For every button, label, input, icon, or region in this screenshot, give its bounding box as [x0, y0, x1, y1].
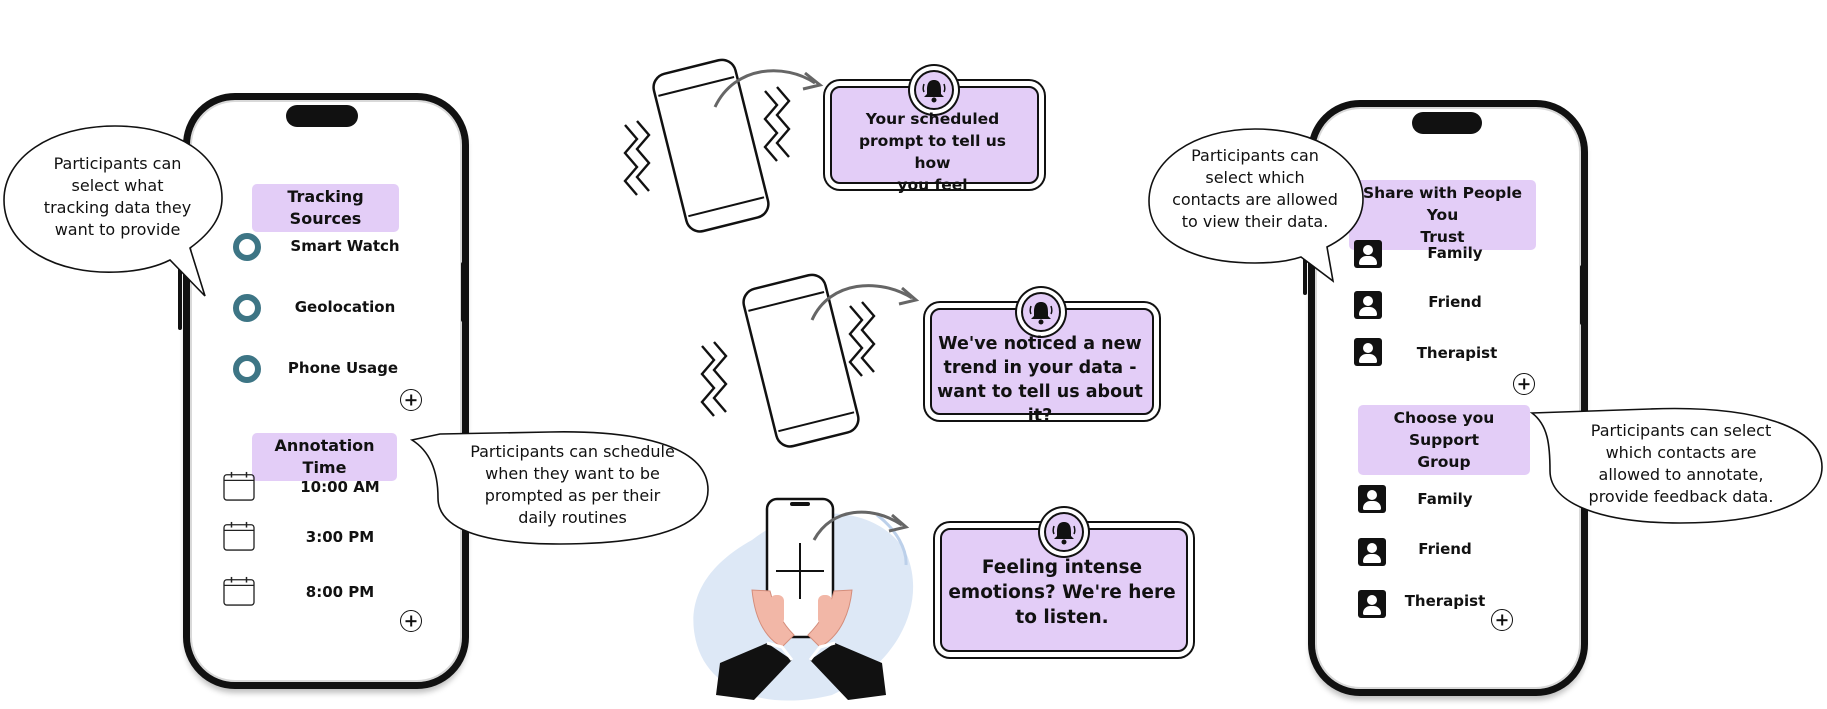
geolocation-radio[interactable]	[233, 294, 261, 322]
add-source-button[interactable]	[400, 389, 422, 411]
vibrating-phone-illustration	[623, 58, 824, 233]
support-contact-friend[interactable]: Friend	[1418, 540, 1472, 558]
schedule-speech-bubble	[410, 431, 709, 545]
tracking-sources-title: Tracking Sources	[252, 184, 399, 232]
bubble-line: daily routines	[518, 508, 627, 527]
calendar-icon	[223, 471, 255, 501]
smart-watch-label: Smart Watch	[290, 237, 400, 255]
time-slot-3[interactable]: 8:00 PM	[305, 583, 375, 601]
notification-text: Feeling intense emotions? We're here to …	[943, 555, 1181, 630]
support-contact-therapist[interactable]: Therapist	[1404, 592, 1486, 610]
vibrating-phone-illustration	[700, 273, 920, 448]
right-phone-side-button	[1303, 255, 1307, 295]
time-slot-2[interactable]: 3:00 PM	[305, 528, 375, 546]
bubble-line: to view their data.	[1181, 212, 1329, 231]
notification-line: prompt to tell us how	[858, 132, 1007, 172]
person-icon	[1354, 338, 1382, 366]
bubble-line: prompted as per their	[484, 486, 661, 505]
bubble-line: Participants can select	[1590, 421, 1772, 440]
person-icon	[1354, 240, 1382, 268]
notification-line: We've noticed a new	[938, 334, 1142, 354]
bubble-line: want to provide	[54, 220, 181, 239]
left-phone-side-button	[178, 262, 182, 330]
add-time-button[interactable]	[400, 610, 422, 632]
notification-line: Feeling intense	[981, 557, 1143, 578]
bell-icon	[1021, 292, 1061, 332]
phone-usage-radio[interactable]	[233, 355, 261, 383]
share-contact-family[interactable]: Family	[1427, 244, 1483, 262]
person-icon	[1358, 538, 1386, 566]
notification-line: you feel	[897, 176, 968, 194]
notification-line: emotions? We're here	[948, 582, 1176, 603]
share-contact-friend[interactable]: Friend	[1428, 293, 1482, 311]
left-phone-notch	[286, 105, 358, 127]
bubble-line: when they want to be	[485, 464, 660, 483]
notification-line: Your scheduled	[865, 110, 1000, 128]
bell-icon	[914, 70, 954, 110]
calendar-icon	[223, 521, 255, 551]
geolocation-label: Geolocation	[294, 298, 396, 316]
title-line: Group	[1417, 453, 1471, 471]
right-phone-notch	[1412, 112, 1482, 134]
tracking-speech-bubble	[3, 125, 223, 297]
title-line: Share with People You	[1362, 184, 1523, 224]
bubble-line: Participants can schedule	[470, 442, 675, 461]
bubble-line: select which	[1205, 168, 1305, 187]
bubble-line: contacts are allowed	[1172, 190, 1338, 209]
calendar-icon	[223, 576, 255, 606]
bubble-line: tracking data they	[43, 198, 192, 217]
hands-holding-phone-illustration	[693, 497, 914, 701]
person-icon	[1358, 485, 1386, 513]
left-phone-power-button	[461, 262, 465, 322]
add-trusted-contact-button[interactable]	[1513, 373, 1535, 395]
bubble-line: Participants can	[53, 154, 182, 173]
bell-icon	[1044, 512, 1084, 552]
person-icon	[1358, 590, 1386, 618]
add-support-contact-button[interactable]	[1491, 609, 1513, 631]
notification-line: want to tell us about it?	[937, 382, 1143, 426]
notification-text: Your scheduled prompt to tell us how you…	[840, 108, 1025, 196]
bubble-line: select what	[71, 176, 164, 195]
contacts-bubble-text: Participants can select which contacts a…	[1160, 145, 1350, 233]
phone-usage-label: Phone Usage	[287, 359, 399, 377]
bubble-line: allowed to annotate,	[1598, 465, 1764, 484]
notification-line: to listen.	[1015, 607, 1109, 628]
person-icon	[1354, 291, 1382, 319]
notification-line: trend in your data -	[943, 358, 1137, 378]
notification-text: We've noticed a new trend in your data -…	[933, 332, 1147, 428]
annotate-bubble-text: Participants can select which contacts a…	[1556, 420, 1806, 508]
annotation-time-title: Annotation Time	[252, 433, 397, 481]
annotate-speech-bubble	[1530, 407, 1823, 524]
bubble-line: provide feedback data.	[1588, 487, 1774, 506]
time-slot-1[interactable]: 10:00 AM	[300, 478, 380, 496]
smart-watch-radio[interactable]	[233, 233, 261, 261]
share-contact-therapist[interactable]: Therapist	[1416, 344, 1498, 362]
support-contact-family[interactable]: Family	[1417, 490, 1473, 508]
title-line: Choose you Support	[1393, 409, 1495, 449]
contacts-speech-bubble	[1148, 128, 1364, 283]
schedule-bubble-text: Participants can schedule when they want…	[455, 441, 690, 529]
support-group-title: Choose you Support Group	[1358, 405, 1530, 475]
share-with-trusted-title: Share with People You Trust	[1349, 180, 1536, 250]
bubble-line: which contacts are	[1605, 443, 1757, 462]
bubble-line: Participants can	[1191, 146, 1319, 165]
title-line: Trust	[1420, 228, 1465, 246]
tracking-bubble-text: Participants can select what tracking da…	[20, 153, 215, 241]
right-phone-power-button	[1580, 265, 1584, 325]
